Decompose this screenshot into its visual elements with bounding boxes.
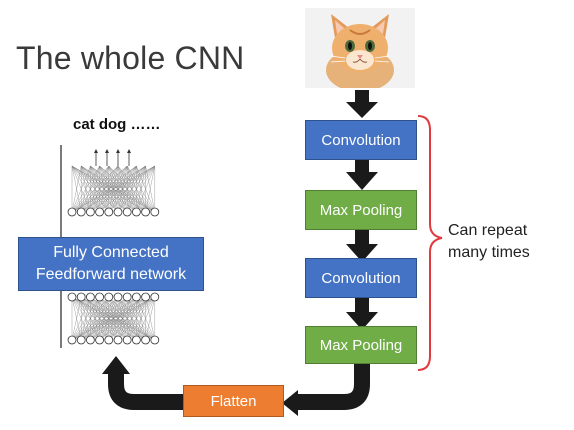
output-arrow-icon <box>94 149 98 153</box>
neuron <box>113 207 123 217</box>
fully-connected-box: Fully Connected Feedforward network <box>18 237 204 291</box>
neuron <box>113 292 123 302</box>
neuron <box>67 335 77 345</box>
neuron <box>95 207 104 217</box>
neuron <box>67 207 77 217</box>
neuron <box>104 207 114 217</box>
neuron <box>150 292 160 302</box>
fc-line-1: Fully Connected <box>53 244 169 261</box>
arrow-down-icon <box>346 298 378 330</box>
arrow-up-icon <box>102 356 130 374</box>
neuron <box>141 292 151 302</box>
arrow-down-icon <box>346 90 378 118</box>
neuron <box>122 292 132 302</box>
fc-line-2: Feedforward network <box>35 266 187 283</box>
arrow-down-icon <box>346 160 378 190</box>
neuron <box>104 292 114 302</box>
neuron <box>86 335 95 345</box>
neuron <box>95 292 104 302</box>
arrow-down-icon <box>346 230 378 262</box>
max-pooling-box-2: Max Pooling <box>305 326 417 364</box>
neuron <box>113 335 123 345</box>
neuron <box>76 292 86 302</box>
flatten-box: Flatten <box>183 385 284 417</box>
neuron <box>86 292 95 302</box>
arrow-left-icon <box>282 390 298 416</box>
neuron <box>122 207 132 217</box>
neural-network <box>67 149 160 345</box>
max-pooling-box-1: Max Pooling <box>305 190 417 230</box>
output-arrow-icon <box>116 149 120 153</box>
repeat-note: Can repeat many times <box>448 220 530 264</box>
repeat-line-2: many times <box>448 244 530 261</box>
return-path-fc <box>108 372 184 410</box>
neuron <box>141 335 151 345</box>
convolution-box-1: Convolution <box>305 120 417 160</box>
down-arrows <box>346 90 378 330</box>
neuron <box>131 335 141 345</box>
output-arrow-icon <box>127 149 131 153</box>
neuron <box>67 292 77 302</box>
neuron <box>122 335 132 345</box>
cat-image <box>305 8 415 88</box>
return-path <box>296 364 370 410</box>
repeat-brace <box>417 115 443 371</box>
neuron <box>150 207 160 217</box>
neuron <box>131 207 141 217</box>
output-classes-label: cat dog …… <box>73 116 161 133</box>
neuron <box>86 207 95 217</box>
neuron <box>76 207 86 217</box>
neuron <box>76 335 86 345</box>
convolution-box-2: Convolution <box>305 258 417 298</box>
page-title: The whole CNN <box>16 40 245 76</box>
neuron <box>95 335 104 345</box>
neuron <box>131 292 141 302</box>
output-arrow-icon <box>105 149 109 153</box>
repeat-line-1: Can repeat <box>448 222 528 239</box>
neuron <box>141 207 151 217</box>
neuron <box>150 335 160 345</box>
neuron <box>104 335 114 345</box>
